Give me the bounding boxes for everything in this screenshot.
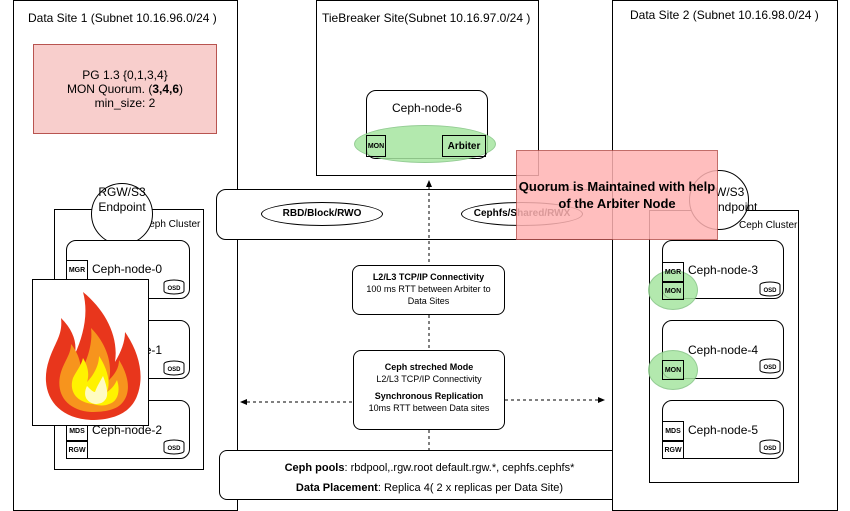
arbiter-tag: Arbiter: [442, 135, 486, 157]
rgw-tag: RGW: [662, 441, 684, 459]
fire-icon: [32, 279, 149, 426]
ceph-cluster-2-label: Ceph Cluster: [739, 220, 798, 231]
min-size-line: min_size: 2: [94, 96, 156, 110]
mon-quorum-line: MON Quorum. (3,4,6): [66, 82, 184, 96]
ceph-pools-box: [219, 450, 640, 500]
mon-glow: [648, 270, 698, 310]
ceph-node-5-label: Ceph-node-5: [688, 423, 759, 437]
osd-disk-icon: OSD: [759, 281, 781, 297]
pg-line: PG 1.3 {0,1,3,4}: [82, 68, 168, 82]
ceph-cluster-1-label: Ceph Cluster: [142, 219, 201, 230]
ceph-node-6-label: Ceph-node-6: [392, 101, 463, 115]
pg-info-text: PG 1.3 {0,1,3,4} MON Quorum. (3,4,6) min…: [33, 68, 217, 110]
quorum-note-text: Quorum is Maintained with help of the Ar…: [518, 179, 716, 211]
l2l3-connectivity-text: L2/L3 TCP/IP Connectivity 100 ms RTT bet…: [366, 272, 491, 306]
rbd-block-pill: RBD/Block/RWO: [261, 202, 383, 226]
ceph-node-4-label: Ceph-node-4: [688, 343, 759, 357]
rgw-endpoint-2-label: W/S3 ndpoint: [715, 185, 758, 214]
mon-tag: MON: [662, 360, 684, 380]
data-site-2-title: Data Site 2 (Subnet 10.16.98.0/24 ): [630, 8, 819, 22]
osd-disk-icon: OSD: [759, 439, 781, 455]
tiebreaker-title: TieBreaker Site(Subnet 10.16.97.0/24 ): [322, 11, 531, 25]
ceph-node-0-label: Ceph-node-0: [92, 262, 163, 276]
mds-tag: MDS: [662, 421, 684, 441]
quorum-note-box: [516, 150, 718, 240]
l2l3-connectivity-box: [352, 265, 505, 315]
mon-tag: MON: [366, 135, 386, 157]
osd-disk-icon: OSD: [163, 360, 185, 376]
mon-tag: MON: [662, 282, 684, 300]
stretched-mode-text: Ceph streched Mode L2/L3 TCP/IP Connecti…: [368, 362, 490, 413]
ceph-pools-text: Ceph pools: rbdpool,.rgw.root default.rg…: [284, 462, 575, 494]
osd-disk-icon: OSD: [163, 279, 185, 295]
rgw-tag: RGW: [66, 441, 88, 459]
osd-disk-icon: OSD: [163, 439, 185, 455]
stretched-mode-box: [353, 350, 505, 430]
ceph-node-3-label: Ceph-node-3: [688, 263, 759, 277]
mgr-tag: MGR: [662, 262, 684, 282]
data-site-1-title: Data Site 1 (Subnet 10.16.96.0/24 ): [28, 11, 217, 25]
osd-disk-icon: OSD: [759, 358, 781, 374]
pg-info-box: [33, 44, 217, 134]
ceph-node-2-label: Ceph-node-2: [92, 423, 163, 437]
mon-glow: [648, 350, 698, 390]
rgw-endpoint-1: [91, 183, 153, 245]
